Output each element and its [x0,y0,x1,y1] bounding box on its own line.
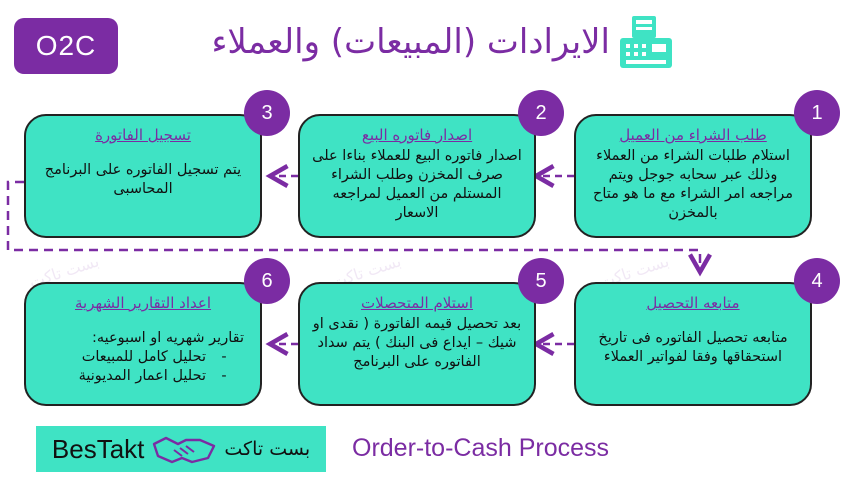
step-card-1: طلب الشراء من العميل استلام طلبات الشراء… [574,114,812,238]
bullet-item: تحليل اعمار المديونية [36,367,242,386]
step-card-4: متابعه التحصيل متابعه تحصيل الفاتوره فى … [574,282,812,406]
brand-english: BesTakt [51,433,145,464]
step-number: 2 [518,90,564,136]
handshake-icon [153,436,216,464]
step-card-5: استلام المتحصلات بعد تحصيل قيمه الفاتورة… [298,282,536,406]
step-title: اعداد التقارير الشهرية [74,294,212,312]
step-card-6: اعداد التقارير الشهرية تقارير شهريه او ا… [24,282,262,406]
cash-register-icon [620,16,672,68]
arrow-3-4 [6,180,712,277]
step-title: اصدار فاتوره البيع [361,126,473,144]
step-body: يتم تسجيل الفاتوره على البرنامج المحاسبى [44,162,242,197]
step-number: 5 [518,258,564,304]
step-title: استلام المتحصلات [361,294,473,312]
step-body: بعد تحصيل قيمه الفاتورة ( نقدى او شيك – … [312,316,522,370]
step-title: متابعه التحصيل [646,294,740,312]
step-body: تقارير شهريه او اسبوعيه: [91,330,244,346]
brand-logo: BesTakt بست تاكت [36,426,326,472]
step-number: 6 [244,258,290,304]
step-number: 4 [794,258,840,304]
step-title: تسجيل الفاتورة [95,126,191,144]
step-body: استلام طلبات الشراء من العملاء وذلك عبر … [593,148,793,221]
o2c-badge: O2C [14,18,118,74]
step-card-2: اصدار فاتوره البيع اصدار فاتوره البيع لل… [298,114,536,238]
brand-arabic: بست تاكت [224,438,311,460]
step-bullets: تحليل كامل للمبيعات تحليل اعمار المديوني… [36,348,250,386]
step-body: اصدار فاتوره البيع للعملاء بناءا على صرف… [312,148,522,221]
step-number: 1 [794,90,840,136]
step-title: طلب الشراء من العميل [619,126,767,144]
step-card-3: تسجيل الفاتورة يتم تسجيل الفاتوره على ال… [24,114,262,238]
process-caption: Order-to-Cash Process [352,434,610,462]
page-title: الايرادات (المبيعات) والعملاء [211,22,610,62]
bullet-item: تحليل كامل للمبيعات [36,348,242,367]
step-body: متابعه تحصيل الفاتوره فى تاريخ استحقاقها… [598,330,788,365]
step-number: 3 [244,90,290,136]
